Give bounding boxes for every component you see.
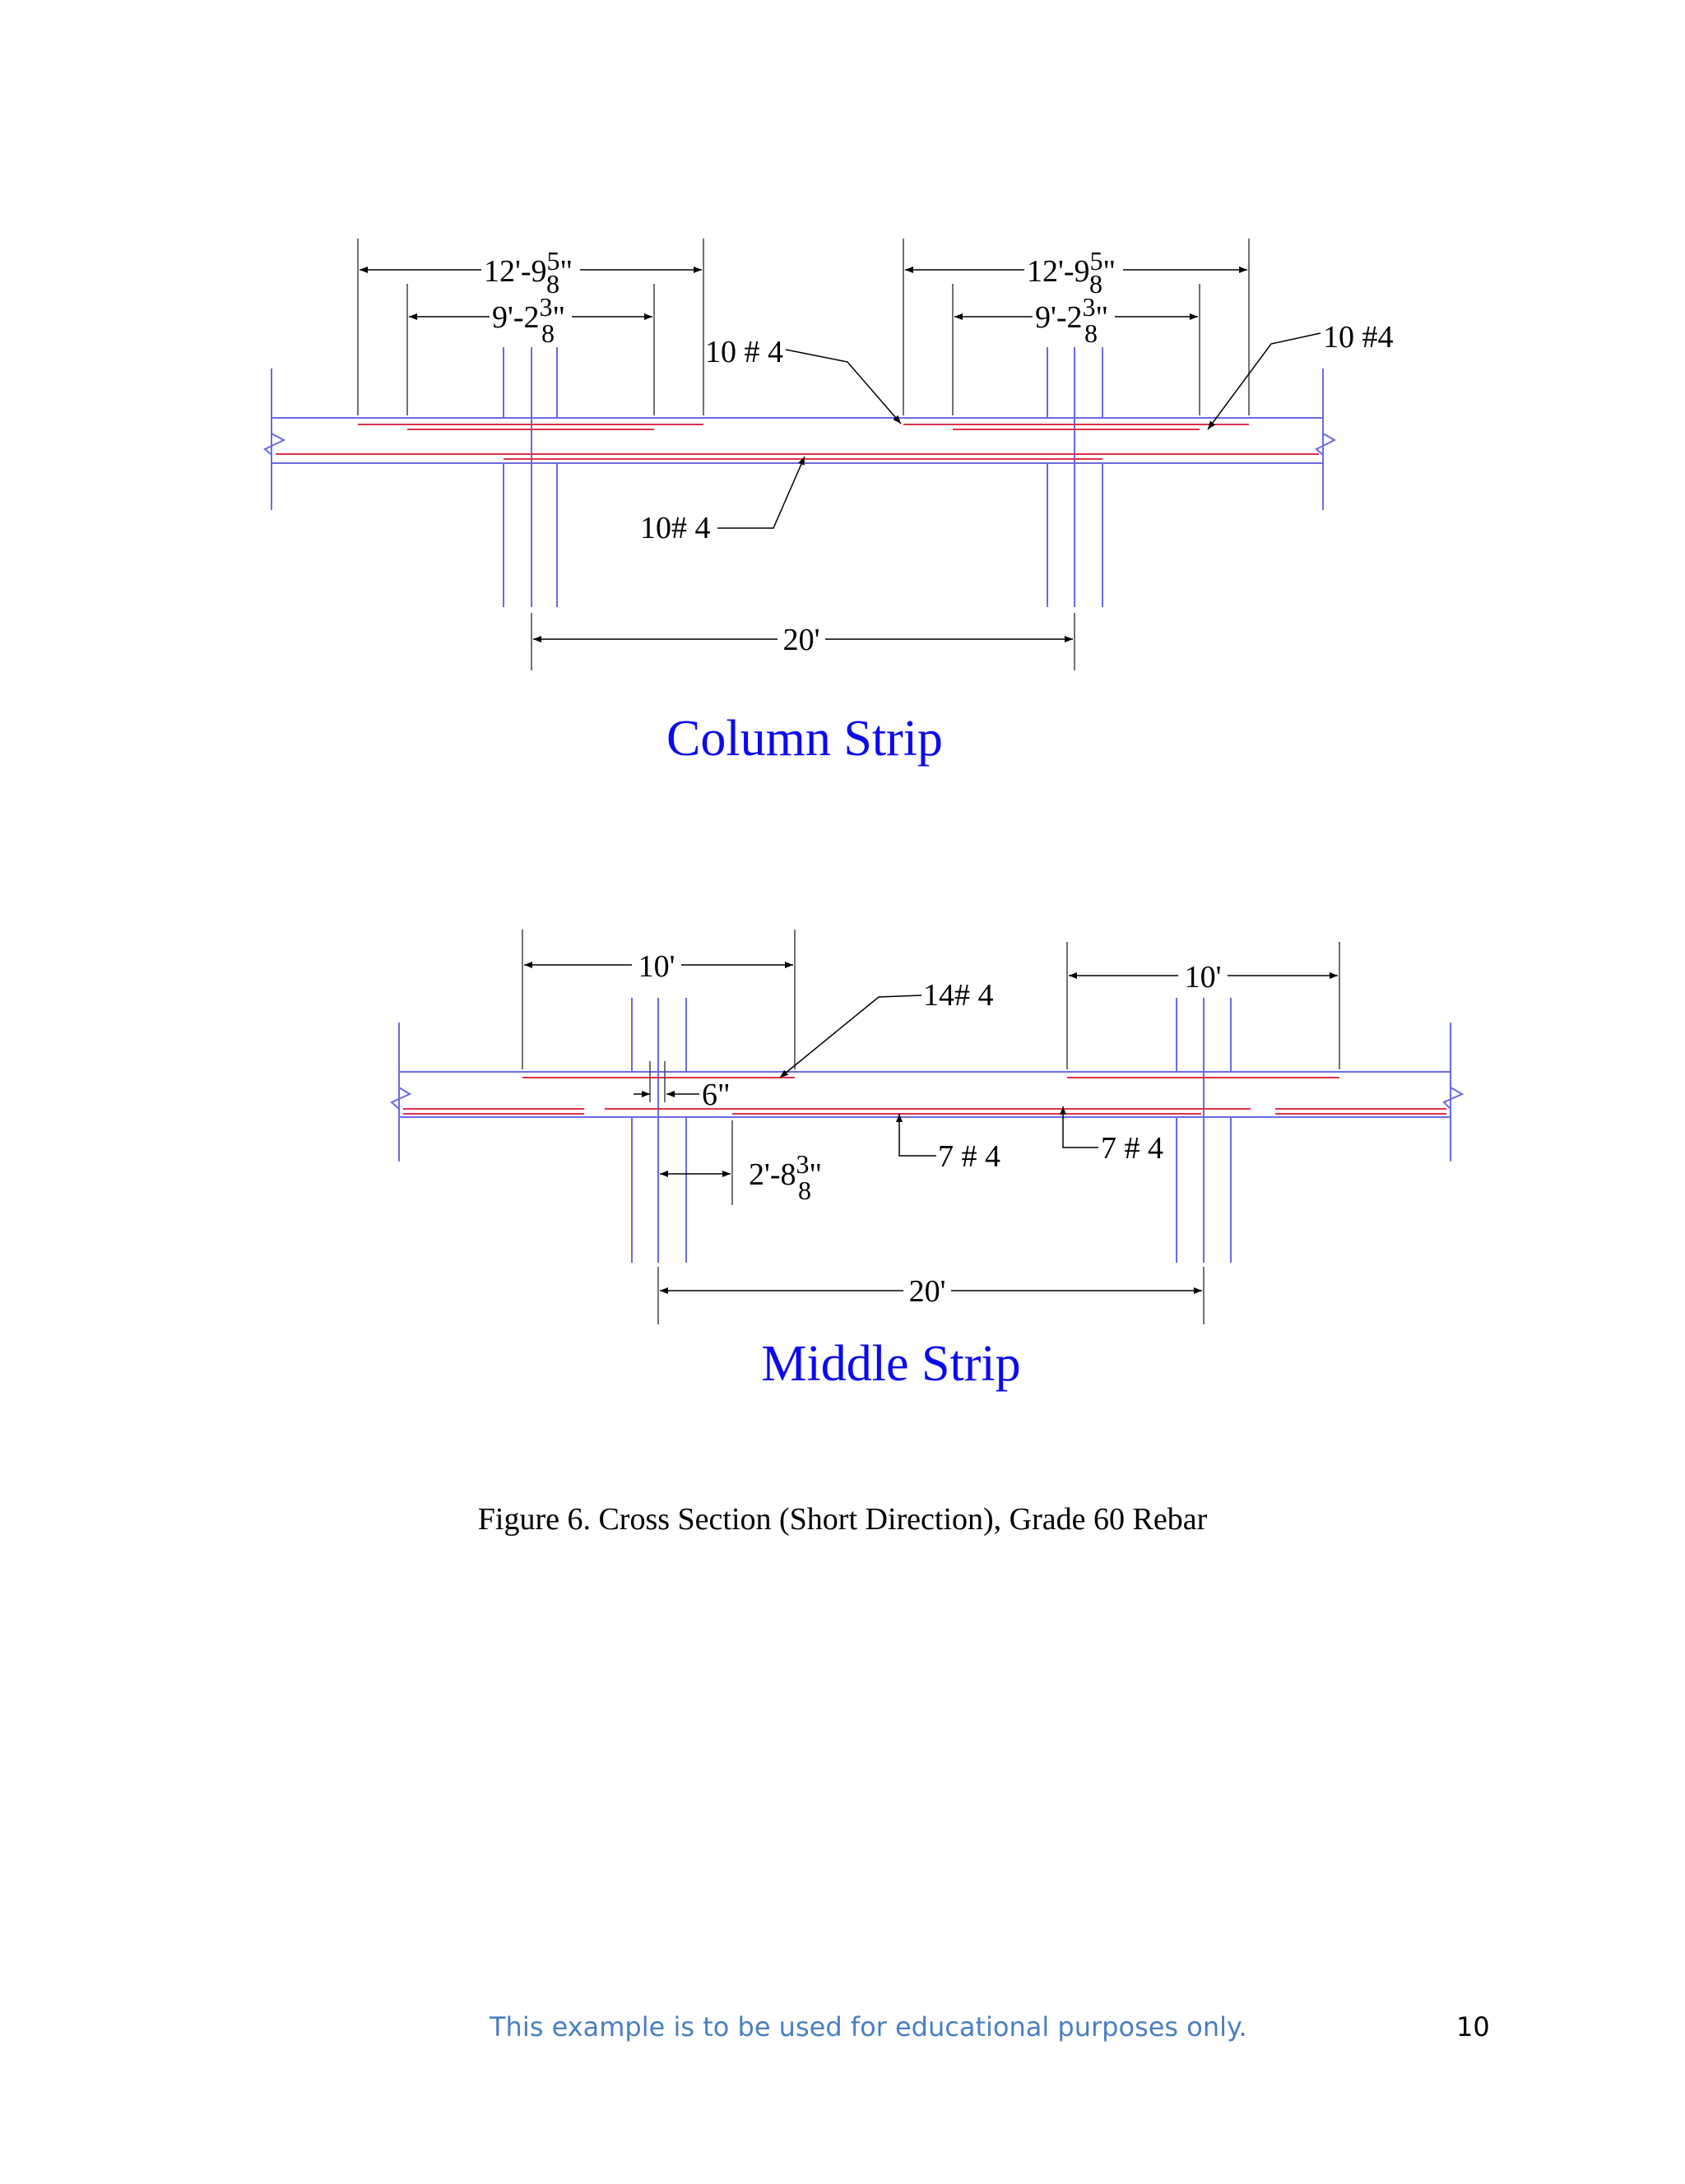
figure-caption: Figure 6. Cross Section (Short Direction…	[477, 1502, 1208, 1537]
footer-disclaimer: This example is to be used for education…	[490, 2011, 1247, 2043]
label-column-bottom: 10# 4	[640, 511, 711, 545]
column-strip-slab	[263, 341, 1337, 607]
dim-middle-right: 10'	[1185, 960, 1222, 995]
dim-middle-small: 6"	[702, 1078, 731, 1112]
middle-strip-leaders	[634, 995, 1098, 1157]
dim-top-left-outer-den: 8	[546, 269, 559, 299]
page-number: 10	[1456, 2011, 1490, 2043]
label-column-top-mid: 10 # 4	[705, 335, 783, 369]
dim-top-left-inner: 9'-23"	[492, 292, 565, 335]
middle-strip-slab	[390, 998, 1465, 1263]
dim-middle-span: 20'	[909, 1274, 946, 1309]
dim-middle-offset: 2'-83"	[749, 1149, 822, 1192]
middle-strip-diagram: 10' 10' 14# 4 6" 2'-83" 8 7 # 4 7 # 4 20…	[390, 930, 1465, 1392]
column-strip-diagram: 12'-95" 8 9'-23" 8 12'-95" 8 9'-23" 8 10…	[263, 239, 1394, 767]
label-middle-bottom-a: 7 # 4	[938, 1139, 1000, 1174]
label-middle-bottom-b: 7 # 4	[1101, 1131, 1163, 1166]
dim-top-left-inner-den: 8	[541, 318, 555, 348]
middle-strip-title: Middle Strip	[761, 1336, 1020, 1392]
dim-top-right-outer: 12'-95"	[1027, 246, 1116, 289]
middle-strip-dimension-lines	[524, 962, 1338, 1294]
dim-column-span: 20'	[783, 623, 820, 657]
column-strip-rebar	[276, 424, 1319, 460]
dim-middle-left: 10'	[638, 949, 675, 984]
column-strip-title: Column Strip	[666, 711, 943, 767]
column-strip-leaders	[717, 332, 1321, 529]
column-strip-extension-lines	[357, 239, 1250, 670]
dim-top-left-outer: 12'-95"	[484, 246, 573, 289]
label-column-top-right: 10 #4	[1323, 320, 1394, 355]
dim-top-right-inner: 9'-23"	[1035, 292, 1108, 335]
middle-strip-extension-lines	[522, 930, 1340, 1324]
dim-top-right-inner-den: 8	[1084, 318, 1098, 348]
label-middle-top: 14# 4	[923, 978, 994, 1013]
middle-strip-rebar	[403, 1077, 1446, 1115]
dim-middle-offset-den: 8	[798, 1175, 811, 1205]
dim-top-right-outer-den: 8	[1089, 269, 1102, 299]
